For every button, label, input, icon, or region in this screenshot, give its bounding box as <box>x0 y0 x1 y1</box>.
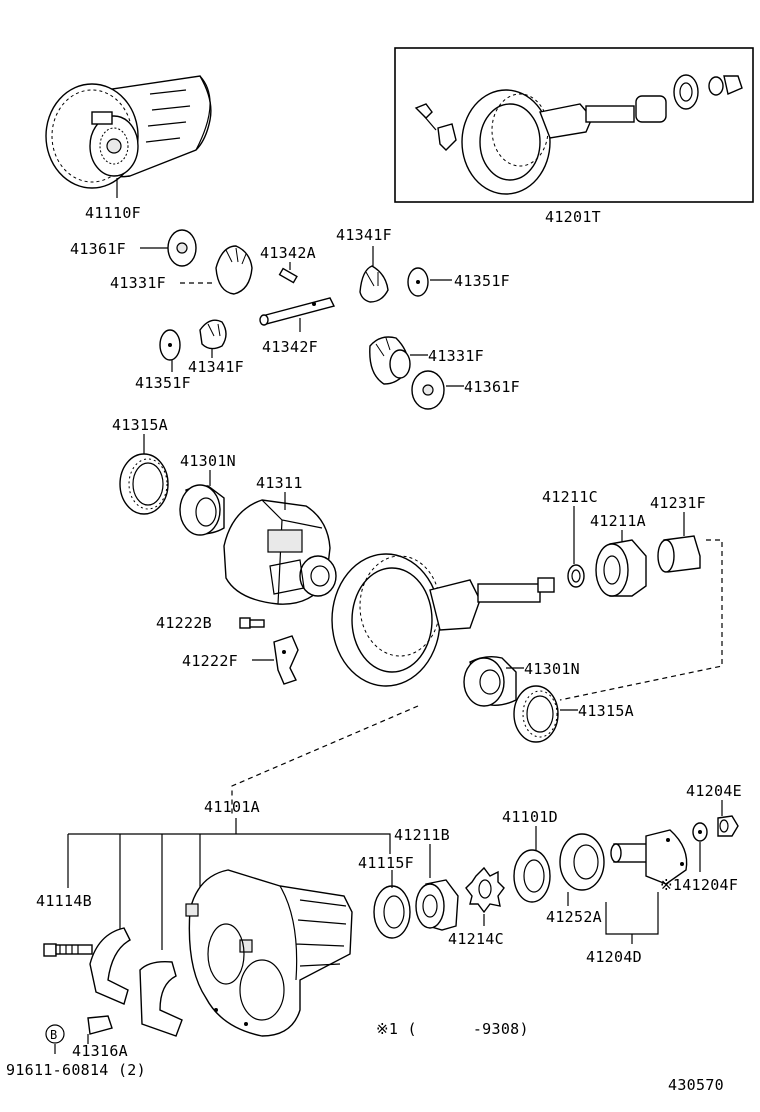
spacer-41231F[interactable] <box>657 535 701 573</box>
thrust-washer-41361F-upper[interactable] <box>167 229 197 267</box>
label-41301N-right: 41301N <box>524 660 580 678</box>
oil-seal-41101D[interactable] <box>513 849 551 903</box>
bracket-dashed-center <box>231 705 419 816</box>
label-41252A: 41252A <box>546 908 602 926</box>
label-41331F-upper: 41331F <box>110 274 166 292</box>
pin-41342A[interactable] <box>278 267 298 284</box>
bearing-cup-41315A-left[interactable] <box>119 453 169 515</box>
label-41211C: 41211C <box>542 488 598 506</box>
lock-washer-41214C[interactable] <box>465 866 505 914</box>
bearing-41301N-left[interactable] <box>179 484 225 536</box>
label-41214C: 41214C <box>448 930 504 948</box>
pinion-gear-41341F-lower[interactable] <box>199 319 227 350</box>
label-41231F: 41231F <box>650 494 706 512</box>
carrier-housing-41101A[interactable] <box>185 869 353 1037</box>
label-41201T: 41201T <box>545 208 601 226</box>
label-41204D: 41204D <box>586 948 642 966</box>
bearing-41301N-right[interactable] <box>463 655 517 707</box>
bearing-cup-41315A-right[interactable] <box>513 685 559 743</box>
label-41114B: 41114B <box>36 892 92 910</box>
adjusting-lock-41316A[interactable] <box>87 1015 113 1035</box>
side-gear-41331F-lower[interactable] <box>369 336 411 385</box>
label-41315A-left: 41315A <box>112 416 168 434</box>
label-41211A: 41211A <box>590 512 646 530</box>
label-91611-60814: 91611-60814 (2) <box>6 1061 146 1079</box>
label-41361F-upper: 41361F <box>70 240 126 258</box>
bearing-41211B[interactable] <box>415 879 459 931</box>
label-41316A: 41316A <box>72 1042 128 1060</box>
bearing-41211A[interactable] <box>595 539 647 597</box>
label-41115F: 41115F <box>358 854 414 872</box>
b-marker-circle <box>45 1024 65 1044</box>
ring-gear-pinion-mid[interactable] <box>331 553 555 687</box>
label-41351F-left: 41351F <box>135 374 191 392</box>
label-41331F-lower: 41331F <box>428 347 484 365</box>
side-gear-41331F-upper[interactable] <box>215 245 253 295</box>
lock-plate-41222F[interactable] <box>273 635 299 685</box>
thrust-washer-41351F-left[interactable] <box>159 329 181 361</box>
flange-seal-41252A[interactable] <box>559 833 605 891</box>
oil-seal-41115F[interactable] <box>373 885 411 939</box>
label-41101A: 41101A <box>204 798 260 816</box>
thrust-washer-41351F-right[interactable] <box>407 267 429 297</box>
label-41341F-upper: 41341F <box>336 226 392 244</box>
label-41222B: 41222B <box>156 614 212 632</box>
label-41341F-lower: 41341F <box>188 358 244 376</box>
differential-case-41311[interactable] <box>223 499 337 605</box>
bolt-41114B[interactable] <box>43 943 93 957</box>
differential-assembly-41110F[interactable] <box>45 75 212 198</box>
washer-141204F[interactable] <box>692 822 708 842</box>
label-41222F: 41222F <box>182 652 238 670</box>
bracket-41101A <box>67 833 391 950</box>
ring-pinion-kit-41201T[interactable] <box>414 74 743 195</box>
label-41351F-right: 41351F <box>454 272 510 290</box>
b-marker-label: B <box>50 1028 58 1042</box>
label-41110F: 41110F <box>85 204 141 222</box>
label-41315A-right: 41315A <box>578 702 634 720</box>
thrust-washer-41361F-lower[interactable] <box>411 370 445 410</box>
bearing-cap-right[interactable] <box>139 960 183 1037</box>
label-41204E: 41204E <box>686 782 742 800</box>
bearing-cap-left[interactable] <box>89 927 131 1005</box>
companion-flange-41204D[interactable] <box>610 829 688 885</box>
label-141204F: ※141204F <box>660 876 738 894</box>
label-41311: 41311 <box>256 474 303 492</box>
label-41361F-lower: 41361F <box>464 378 520 396</box>
nut-41204E[interactable] <box>717 815 739 837</box>
label-41211B: 41211B <box>394 826 450 844</box>
ring-pinion-kit-frame <box>394 47 754 203</box>
pinion-gear-41341F-upper[interactable] <box>359 265 389 303</box>
label-41301N-left: 41301N <box>180 452 236 470</box>
bracket-41204D <box>605 892 659 944</box>
label-41342A: 41342A <box>260 244 316 262</box>
pinion-shaft-41342F[interactable] <box>259 297 336 326</box>
label-41342F: 41342F <box>262 338 318 356</box>
washer-41211C[interactable] <box>567 564 585 588</box>
bolt-41222B[interactable] <box>239 617 265 629</box>
footnote: ※1 ( -9308) <box>376 1020 529 1038</box>
label-41101D: 41101D <box>502 808 558 826</box>
diagram-code: 430570 <box>668 1076 724 1094</box>
